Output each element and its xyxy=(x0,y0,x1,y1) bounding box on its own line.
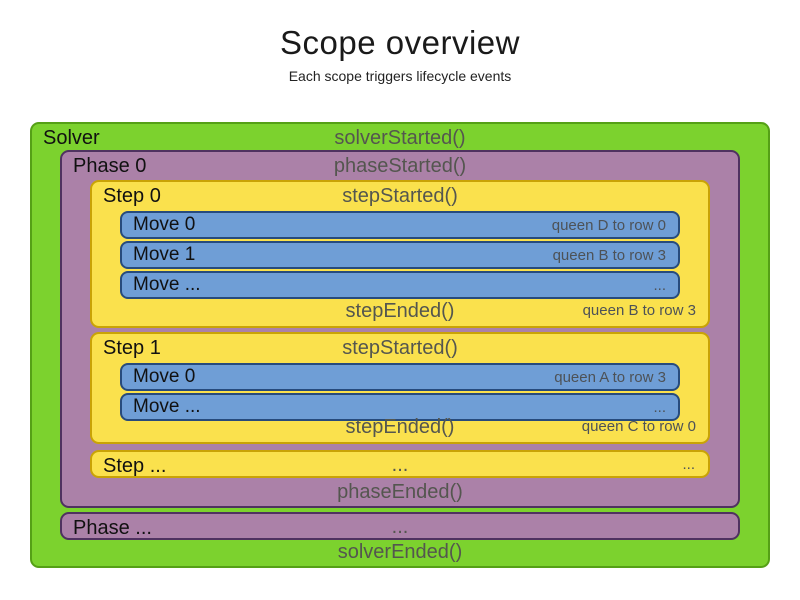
step0-header-row: Step 0 stepStarted() xyxy=(92,182,708,210)
move-box: Move 1 queen B to row 3 xyxy=(120,241,680,269)
solver-footer-row: solverEnded() xyxy=(32,538,768,564)
step1-started-event: stepStarted() xyxy=(342,337,458,359)
phase0-started-event: phaseStarted() xyxy=(333,155,467,177)
step0-scope-box: Step 0 stepStarted() Move 0 queen D to r… xyxy=(90,180,710,328)
phase-more-box: Phase ... ... xyxy=(60,512,740,540)
step1-move-list: Move 0 queen A to row 3 Move ... ... xyxy=(120,363,680,423)
move-detail: ... xyxy=(653,399,666,416)
step1-footer-row: stepEnded() queen C to row 0 xyxy=(92,413,708,441)
step0-label: Step 0 xyxy=(103,185,161,207)
phase0-label: Phase 0 xyxy=(73,155,147,177)
move-box: Move 0 queen A to row 3 xyxy=(120,363,680,391)
move-box: Move ... ... xyxy=(120,271,680,299)
diagram-subtitle: Each scope triggers lifecycle events xyxy=(288,68,512,84)
step0-started-event: stepStarted() xyxy=(342,185,458,207)
solver-started-event: solverStarted() xyxy=(334,127,466,149)
phase0-footer-row: phaseEnded() xyxy=(62,478,738,504)
step0-ended-event: stepEnded() xyxy=(345,300,455,322)
move-label: Move ... xyxy=(133,274,201,295)
step1-scope-box: Step 1 stepStarted() Move 0 queen A to r… xyxy=(90,332,710,444)
move-detail: queen B to row 3 xyxy=(552,247,666,264)
step1-label: Step 1 xyxy=(103,337,161,359)
move-label: Move 0 xyxy=(133,366,196,387)
step-more-label: Step ... xyxy=(103,455,167,477)
phase0-scope-box: Phase 0 phaseStarted() Step 0 stepStarte… xyxy=(60,150,740,508)
move-detail: ... xyxy=(653,277,666,294)
move-label: Move ... xyxy=(133,396,201,417)
step0-ended-detail: queen B to row 3 xyxy=(582,302,696,319)
step0-footer-row: stepEnded() queen B to row 3 xyxy=(92,297,708,325)
solver-header-row: Solver solverStarted() xyxy=(32,124,768,152)
solver-ended-event: solverEnded() xyxy=(337,541,463,563)
step-more-center-dots: ... xyxy=(391,454,409,476)
step1-ended-event: stepEnded() xyxy=(345,416,455,438)
step1-header-row: Step 1 stepStarted() xyxy=(92,334,708,362)
step-more-box: Step ... ... ... xyxy=(90,450,710,478)
step1-ended-detail: queen C to row 0 xyxy=(581,418,696,435)
phase0-header-row: Phase 0 phaseStarted() xyxy=(62,152,738,180)
move-detail: queen A to row 3 xyxy=(554,369,666,386)
phase-more-center-dots: ... xyxy=(391,516,409,538)
move-label: Move 1 xyxy=(133,244,196,265)
step-more-right-dots: ... xyxy=(682,456,695,473)
diagram-title: Scope overview xyxy=(280,24,520,61)
move-detail: queen D to row 0 xyxy=(551,217,666,234)
move-box: Move 0 queen D to row 0 xyxy=(120,211,680,239)
phase0-ended-event: phaseEnded() xyxy=(337,481,463,503)
move-box: Move ... ... xyxy=(120,393,680,421)
move-label: Move 0 xyxy=(133,214,196,235)
phase-more-label: Phase ... xyxy=(73,517,152,539)
solver-scope-box: Solver solverStarted() Phase 0 phaseStar… xyxy=(30,122,770,568)
solver-label: Solver xyxy=(43,127,100,149)
step0-move-list: Move 0 queen D to row 0 Move 1 queen B t… xyxy=(120,211,680,301)
